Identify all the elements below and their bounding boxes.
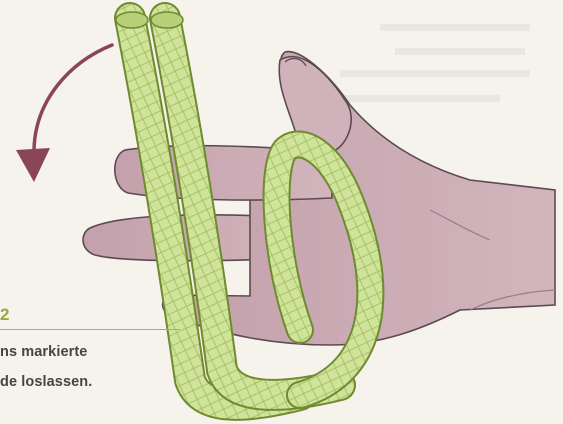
curved-arrow-icon [16, 45, 112, 182]
caption-line-2: de loslassen. [0, 374, 92, 390]
step-number: 2 [0, 305, 9, 325]
step-divider [0, 329, 180, 330]
caption-line-1: ns markierte [0, 344, 87, 360]
background-faded-text [330, 24, 530, 102]
